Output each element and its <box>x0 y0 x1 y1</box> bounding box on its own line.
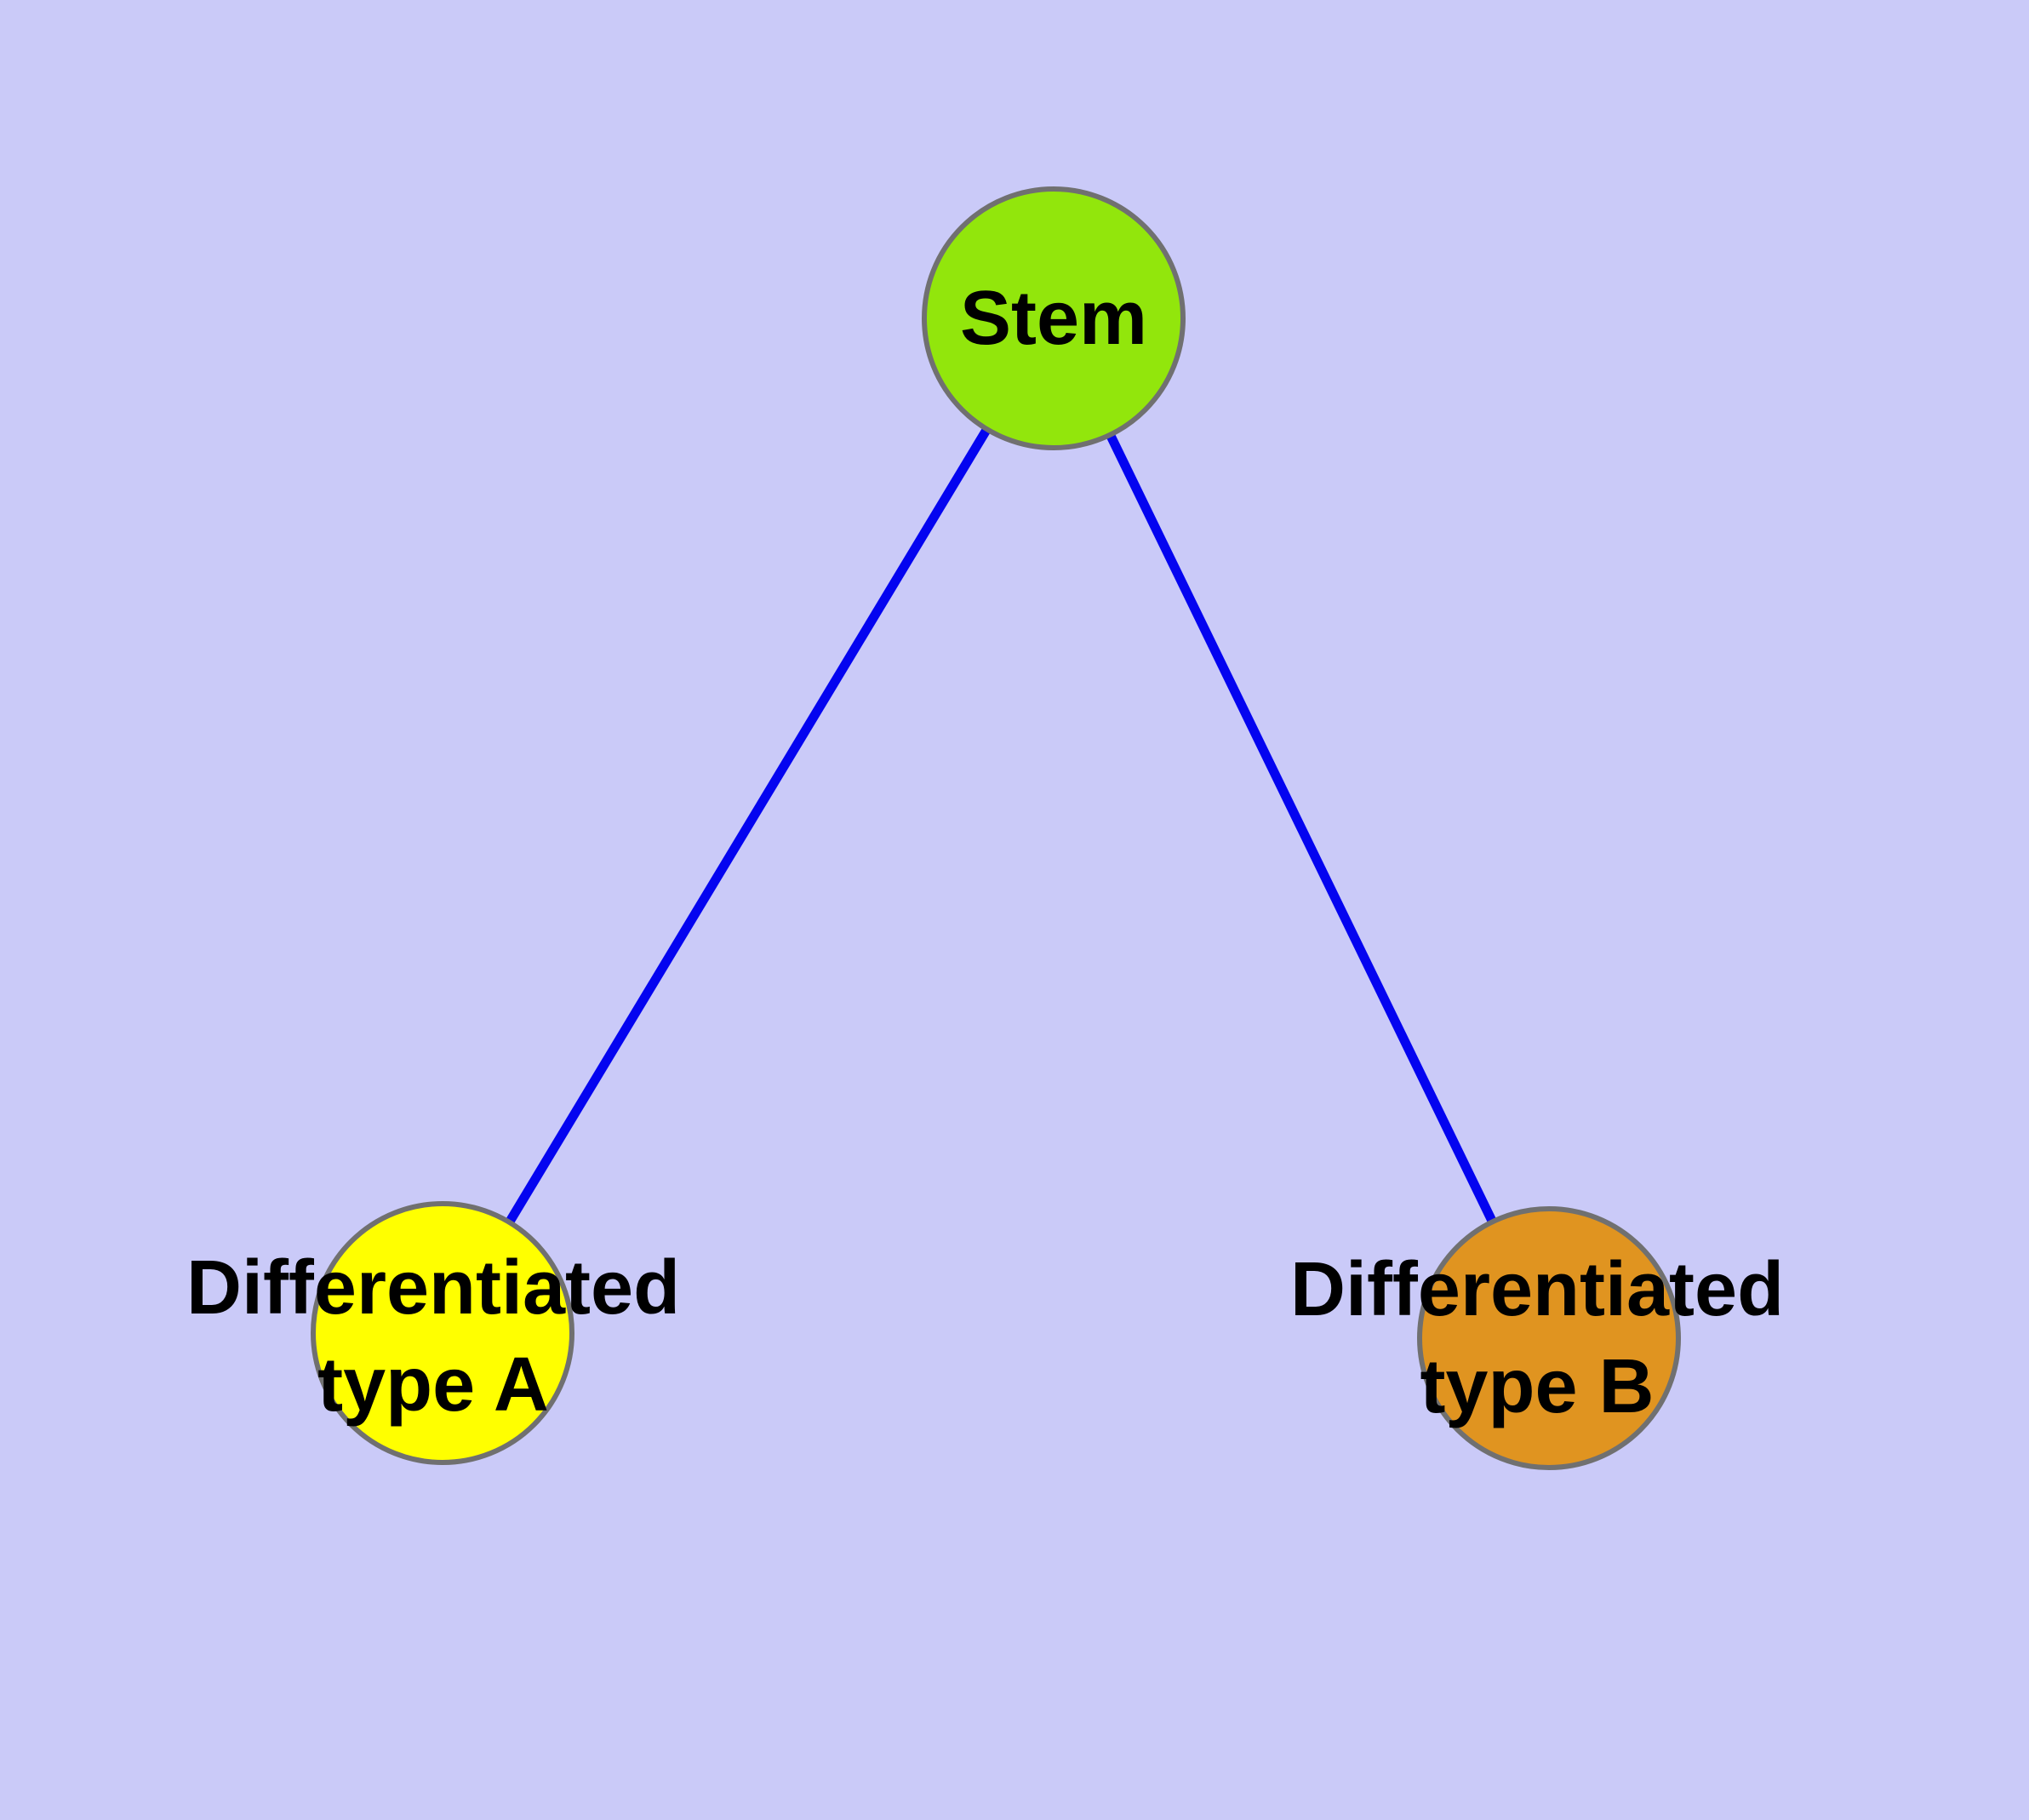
edge-stem-to-type-b <box>1049 316 1553 1341</box>
node-circle-differentiated-type-a <box>311 1201 574 1465</box>
node-circle-differentiated-type-b <box>1417 1206 1681 1470</box>
node-circle-stem <box>922 186 1186 450</box>
edge-stem-to-type-a <box>438 316 1058 1336</box>
